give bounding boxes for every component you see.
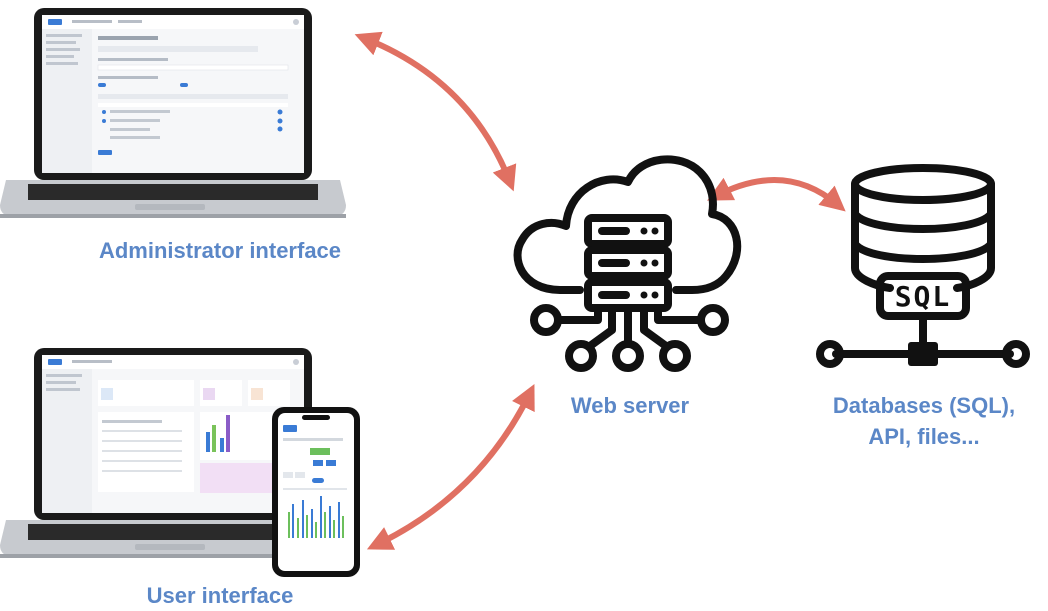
arrow-admin-webserver <box>354 31 517 192</box>
databases-label-line1: Databases (SQL), <box>832 393 1016 418</box>
admin-interface-label: Administrator interface <box>98 238 342 263</box>
web-server-icon <box>513 155 742 372</box>
web-server-leds <box>640 227 659 299</box>
user-laptop <box>0 348 346 558</box>
database-icon <box>816 164 1030 368</box>
arrow-user-webserver <box>366 383 535 550</box>
sql-badge-text: SQL <box>894 280 952 313</box>
phone-screen <box>278 413 354 571</box>
user-phone <box>272 407 360 577</box>
databases-label-line2: API, files... <box>868 424 980 449</box>
admin-laptop <box>0 8 346 218</box>
user-interface-label: User interface <box>146 583 294 608</box>
web-server-label: Web server <box>570 393 690 418</box>
database-hub <box>908 342 938 366</box>
arrow-webserver-database <box>707 177 846 212</box>
